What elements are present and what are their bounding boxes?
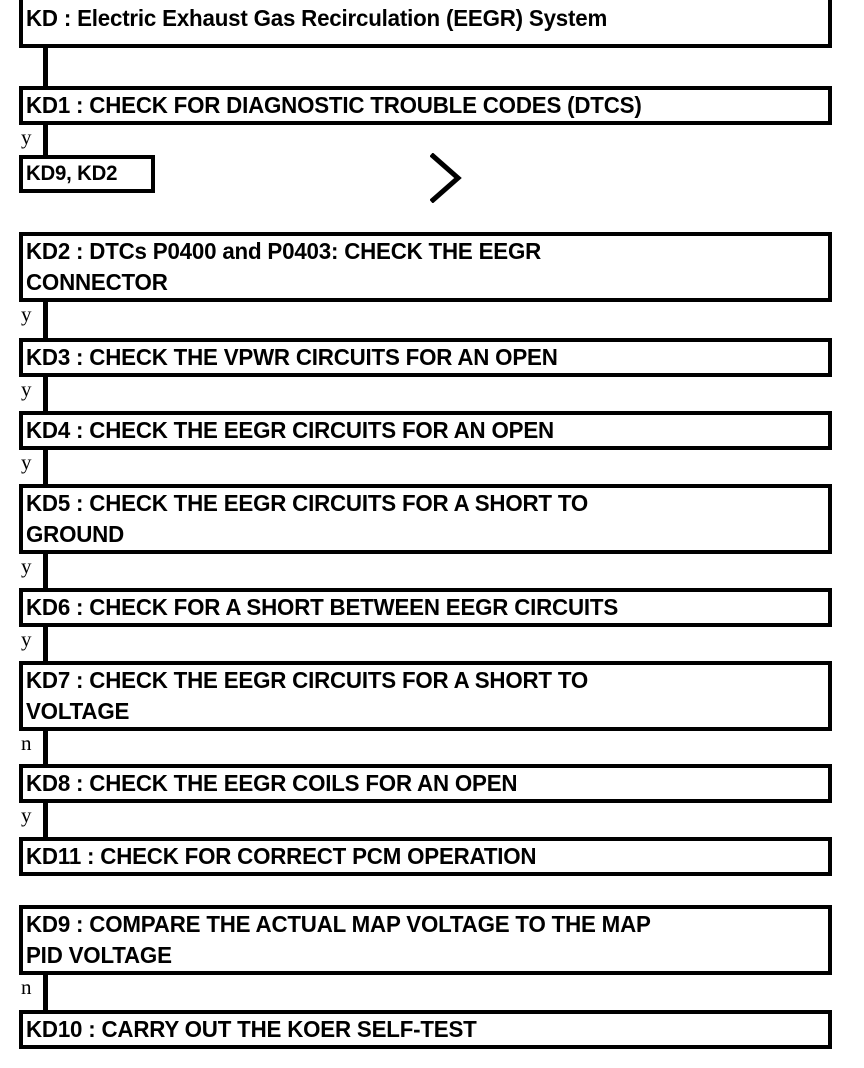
node-kd5[interactable]: KD5 : CHECK THE EEGR CIRCUITS FOR A SHOR… xyxy=(19,484,832,554)
node-kd1[interactable]: KD1 : CHECK FOR DIAGNOSTIC TROUBLE CODES… xyxy=(19,86,832,125)
node-kd8-label: KD8 : CHECK THE EEGR COILS FOR AN OPEN xyxy=(26,770,518,796)
edge-kd3-to-kd4 xyxy=(43,377,48,411)
node-kd9-label: KD9 : COMPARE THE ACTUAL MAP VOLTAGE TO … xyxy=(26,911,651,968)
edge-label-kd6-to-kd7: y xyxy=(21,627,32,651)
edge-kd1-to-kd9kd2 xyxy=(43,125,48,155)
chevron-right-icon xyxy=(429,152,462,204)
node-kd4-label: KD4 : CHECK THE EEGR CIRCUITS FOR AN OPE… xyxy=(26,417,554,443)
edge-kd5-to-kd6 xyxy=(43,554,48,588)
node-ref-kd9-kd2-label: KD9, KD2 xyxy=(26,162,118,185)
edge-label-kd7-to-kd8: n xyxy=(21,731,32,755)
edge-kd6-to-kd7 xyxy=(43,627,48,661)
node-kd-label: KD : Electric Exhaust Gas Recirculation … xyxy=(26,4,608,31)
node-kd3[interactable]: KD3 : CHECK THE VPWR CIRCUITS FOR AN OPE… xyxy=(19,338,832,377)
edge-kd4-to-kd5 xyxy=(43,450,48,484)
edge-label-kd1-to-kd9kd2: y xyxy=(21,125,32,149)
node-kd8[interactable]: KD8 : CHECK THE EEGR COILS FOR AN OPEN xyxy=(19,764,832,803)
node-kd6-label: KD6 : CHECK FOR A SHORT BETWEEN EEGR CIR… xyxy=(26,594,619,620)
edge-label-kd8-to-kd11: y xyxy=(21,803,32,827)
node-kd[interactable]: KD : Electric Exhaust Gas Recirculation … xyxy=(19,0,832,48)
node-kd10-label: KD10 : CARRY OUT THE KOER SELF-TEST xyxy=(26,1016,477,1042)
edge-label-kd4-to-kd5: y xyxy=(21,450,32,474)
node-kd3-label: KD3 : CHECK THE VPWR CIRCUITS FOR AN OPE… xyxy=(26,344,558,370)
node-kd7[interactable]: KD7 : CHECK THE EEGR CIRCUITS FOR A SHOR… xyxy=(19,661,832,731)
edge-kd7-to-kd8 xyxy=(43,731,48,764)
node-kd2-label: KD2 : DTCs P0400 and P0403: CHECK THE EE… xyxy=(26,238,542,295)
node-kd6[interactable]: KD6 : CHECK FOR A SHORT BETWEEN EEGR CIR… xyxy=(19,588,832,627)
node-kd2[interactable]: KD2 : DTCs P0400 and P0403: CHECK THE EE… xyxy=(19,232,832,302)
edge-label-kd5-to-kd6: y xyxy=(21,554,32,578)
node-kd11-label: KD11 : CHECK FOR CORRECT PCM OPERATION xyxy=(26,843,537,869)
node-kd9[interactable]: KD9 : COMPARE THE ACTUAL MAP VOLTAGE TO … xyxy=(19,905,832,975)
node-kd5-label: KD5 : CHECK THE EEGR CIRCUITS FOR A SHOR… xyxy=(26,490,589,547)
edge-label-kd9-to-kd10: n xyxy=(21,975,32,999)
edge-label-kd2-to-kd3: y xyxy=(21,302,32,326)
node-kd10[interactable]: KD10 : CARRY OUT THE KOER SELF-TEST xyxy=(19,1010,832,1049)
node-kd7-label: KD7 : CHECK THE EEGR CIRCUITS FOR A SHOR… xyxy=(26,667,589,724)
node-kd1-label: KD1 : CHECK FOR DIAGNOSTIC TROUBLE CODES… xyxy=(26,92,642,118)
edge-kd-to-kd1 xyxy=(43,48,48,86)
edge-kd9-to-kd10 xyxy=(43,975,48,1010)
edge-label-kd3-to-kd4: y xyxy=(21,377,32,401)
edge-kd2-to-kd3 xyxy=(43,302,48,338)
node-kd4[interactable]: KD4 : CHECK THE EEGR CIRCUITS FOR AN OPE… xyxy=(19,411,832,450)
node-ref-kd9-kd2[interactable]: KD9, KD2 xyxy=(19,155,155,193)
node-kd11[interactable]: KD11 : CHECK FOR CORRECT PCM OPERATION xyxy=(19,837,832,876)
edge-kd8-to-kd11 xyxy=(43,803,48,837)
